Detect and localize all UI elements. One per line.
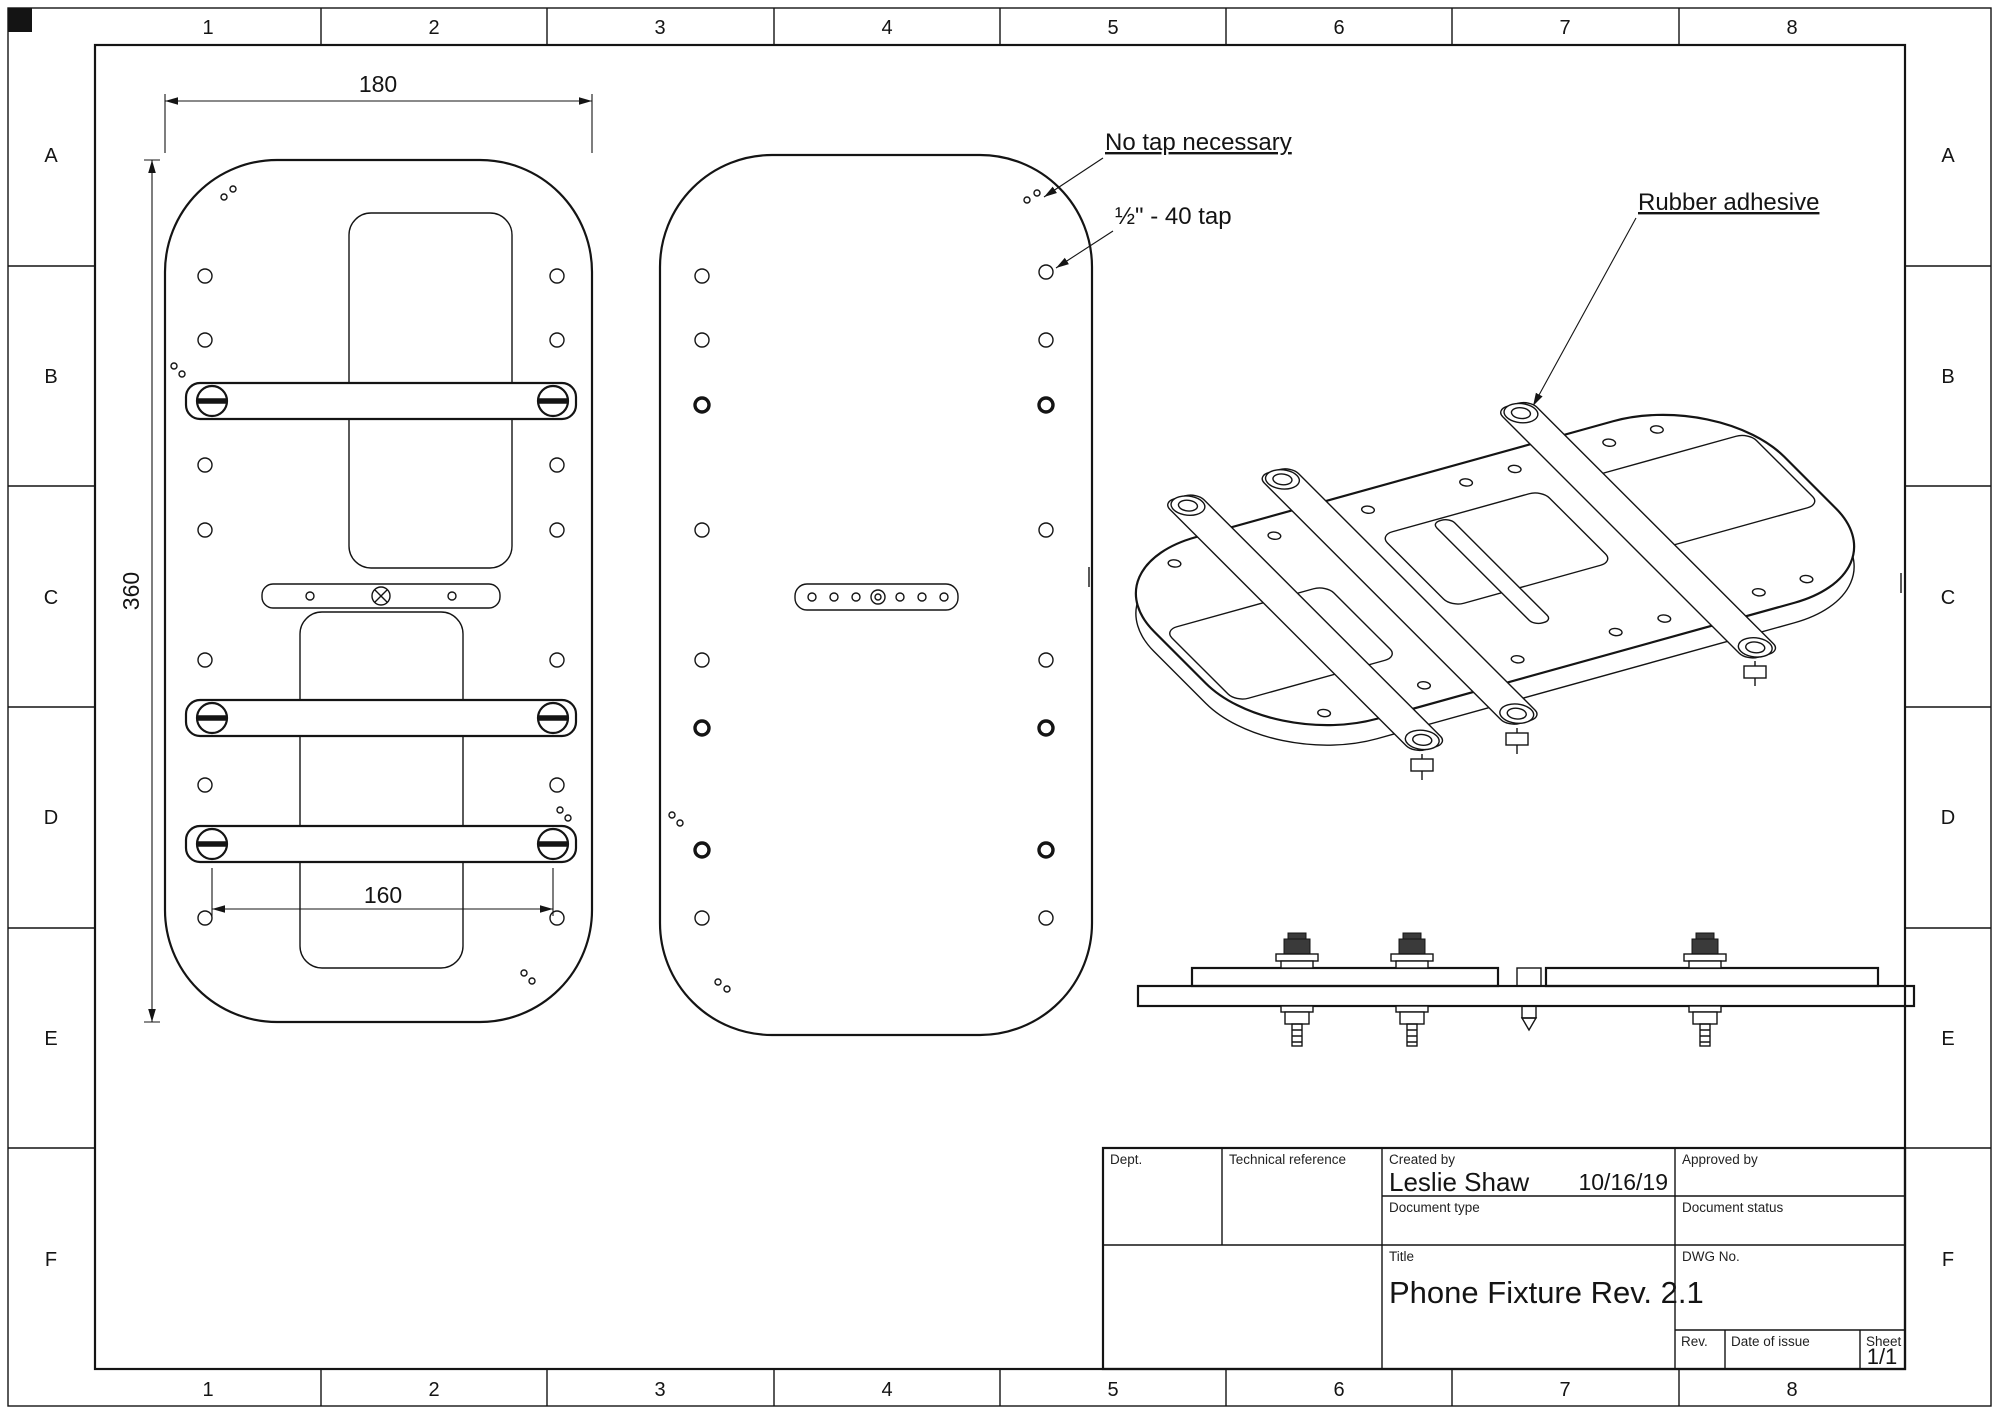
created-by-value: Leslie Shaw	[1389, 1167, 1529, 1197]
phone-pocket-bottom	[299, 611, 464, 969]
front-plate-outline	[163, 158, 594, 1024]
hole-pattern-right	[549, 268, 565, 926]
grid-col-label: 5	[1107, 1379, 1118, 1401]
clamp-bar	[184, 381, 578, 421]
rev-label: Rev.	[1681, 1334, 1708, 1349]
tech-ref-label: Technical reference	[1229, 1152, 1346, 1167]
approved-by-label: Approved by	[1682, 1152, 1758, 1167]
hole-pattern-back-left	[693, 268, 711, 926]
clamp-bar	[184, 824, 578, 864]
grid-row-label: D	[1941, 807, 1955, 829]
grid-col-label: 2	[428, 17, 439, 39]
grid-labels: 1 2 3 4 5 6 7 8 1 2 3 4 5 6 7 8 A B C D …	[44, 17, 1956, 1401]
hole-pattern-left	[197, 268, 213, 926]
grid-col-label: 2	[428, 1379, 439, 1401]
grid-col-label: 6	[1333, 17, 1344, 39]
grid-row-label: A	[1941, 145, 1955, 167]
grid-col-label: 4	[881, 1379, 892, 1401]
grid-row-label: C	[44, 587, 58, 609]
title-label: Title	[1389, 1249, 1414, 1264]
dimensions: 180 360 160	[118, 71, 593, 1023]
annotations: No tap necessary ½" - 40 tap Rubber adhe…	[1043, 129, 1819, 407]
leader-no-tap	[1043, 157, 1104, 198]
dim-hole-span: 160	[364, 882, 402, 908]
iso-clamp-bar	[1495, 400, 1781, 661]
pin-holes-back	[668, 189, 1041, 993]
leader-tap	[1055, 230, 1114, 269]
back-view	[658, 153, 1094, 1037]
grid-col-label: 7	[1559, 1379, 1570, 1401]
doc-status-label: Document status	[1682, 1200, 1784, 1215]
pin-holes	[170, 185, 572, 985]
front-view	[163, 158, 594, 1024]
center-bar	[261, 583, 501, 609]
side-center-tab	[1516, 967, 1542, 987]
sheet-label: Sheet	[1866, 1334, 1902, 1349]
grid-col-label: 1	[202, 17, 213, 39]
dim-height: 360	[118, 572, 144, 610]
dept-label: Dept.	[1110, 1152, 1142, 1167]
center-bar-back	[794, 583, 959, 611]
grid-col-label: 3	[654, 17, 665, 39]
created-by-label: Created by	[1389, 1152, 1455, 1167]
iso-holes	[1166, 425, 1815, 718]
leader-rubber-adhesive	[1532, 217, 1637, 407]
grid-row-label: C	[1941, 587, 1955, 609]
iso-clamp-bar	[1257, 466, 1543, 727]
title-value: Phone Fixture Rev. 2.1	[1389, 1275, 1704, 1310]
note-no-tap: No tap necessary	[1105, 129, 1292, 156]
side-plate	[1136, 984, 1916, 1008]
grid-row-label: A	[44, 145, 58, 167]
side-bar-left	[1190, 966, 1500, 988]
grid-col-label: 3	[654, 1379, 665, 1401]
sheet-frame	[7, 7, 1992, 1407]
grid-row-label: B	[44, 366, 57, 388]
grid-row-label: B	[1941, 366, 1954, 388]
grid-col-label: 8	[1786, 1379, 1797, 1401]
grid-col-label: 1	[202, 1379, 213, 1401]
side-bar-right	[1544, 966, 1880, 988]
grid-row-label: E	[44, 1028, 57, 1050]
sheet-value: 1/1	[1867, 1344, 1898, 1369]
date-of-issue-label: Date of issue	[1731, 1334, 1810, 1349]
grid-col-label: 6	[1333, 1379, 1344, 1401]
side-view	[1136, 932, 1916, 1047]
grid-row-label: F	[45, 1249, 57, 1271]
grid-row-label: D	[44, 807, 58, 829]
grid-col-label: 8	[1786, 17, 1797, 39]
side-bolt	[1390, 932, 1434, 1047]
grid-row-label: F	[1942, 1249, 1954, 1271]
iso-view	[1088, 357, 1902, 780]
dim-width: 180	[359, 71, 397, 97]
grid-col-label: 5	[1107, 17, 1118, 39]
dwg-no-label: DWG No.	[1682, 1249, 1740, 1264]
created-date: 10/16/19	[1578, 1169, 1668, 1195]
corner-mark	[8, 8, 32, 32]
doc-type-label: Document type	[1389, 1200, 1480, 1215]
grid-col-label: 4	[881, 17, 892, 39]
clamp-bar	[184, 698, 578, 738]
grid-col-label: 7	[1559, 17, 1570, 39]
iso-clamp-bar	[1162, 492, 1448, 753]
grid-row-label: E	[1941, 1028, 1954, 1050]
note-rubber-adhesive: Rubber adhesive	[1638, 189, 1819, 216]
title-block: Dept. Technical reference Created by Les…	[1101, 1146, 1907, 1371]
side-bolt	[1275, 932, 1319, 1047]
hole-pattern-back-right	[1037, 264, 1055, 926]
iso-nuts	[1410, 661, 1767, 780]
side-center-pointer	[1520, 1005, 1538, 1032]
iso-center-bar	[1432, 518, 1552, 625]
note-tap: ½" - 40 tap	[1115, 203, 1232, 230]
side-bolt	[1683, 932, 1727, 1047]
back-plate-outline	[658, 153, 1094, 1037]
